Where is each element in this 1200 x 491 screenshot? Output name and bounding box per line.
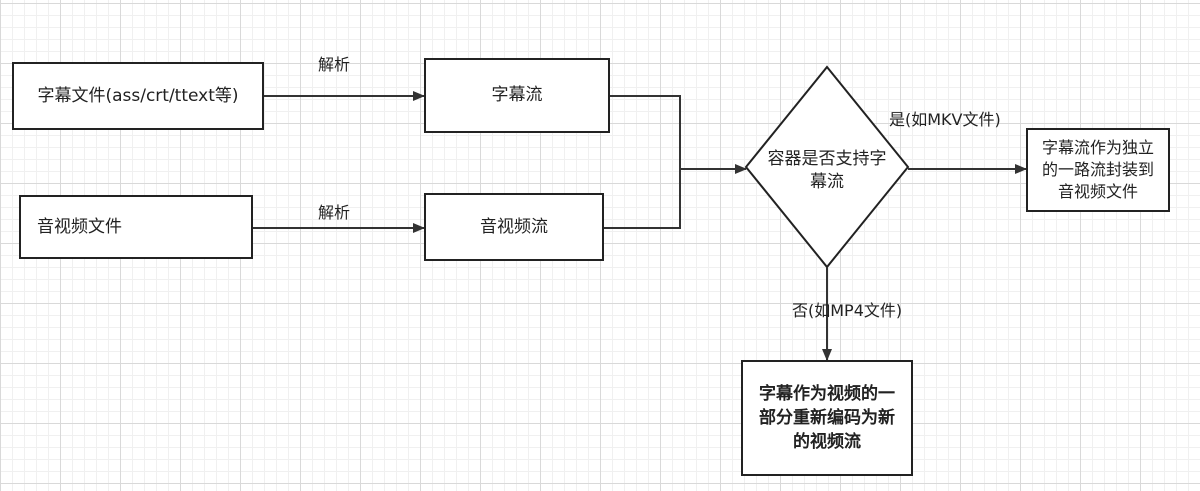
decision-label: 容器是否支持字幕流 xyxy=(767,149,887,192)
edge-label-yes: 是(如MKV文件) xyxy=(889,110,1001,129)
no-result-label: 字幕作为视频的一部分重新编码为新的视频流 xyxy=(759,384,895,452)
av-stream-label: 音视频流 xyxy=(480,216,548,237)
yes-result-label: 字幕流作为独立的一路流封装到音视频文件 xyxy=(1041,138,1154,201)
subtitle-stream-label: 字幕流 xyxy=(491,85,543,105)
no-result-node: 字幕作为视频的一部分重新编码为新的视频流 xyxy=(741,360,913,476)
subtitle-stream-node: 字幕流 xyxy=(424,58,610,133)
subtitle-file-node: 字幕文件(ass/crt/ttext等) xyxy=(12,62,264,130)
connector-av-stream-merge xyxy=(604,169,681,229)
edge-label-parse-bottom: 解析 xyxy=(318,203,351,222)
av-file-node: 音视频文件 xyxy=(19,195,253,259)
yes-result-node: 字幕流作为独立的一路流封装到音视频文件 xyxy=(1026,128,1170,212)
av-stream-node: 音视频流 xyxy=(424,193,604,261)
subtitle-file-label: 字幕文件(ass/crt/ttext等) xyxy=(37,85,239,106)
connector-subtitle-stream-merge xyxy=(610,95,681,169)
edge-label-no: 否(如MP4文件) xyxy=(792,301,903,320)
av-file-label: 音视频文件 xyxy=(37,216,122,237)
edge-label-parse-top: 解析 xyxy=(318,55,351,74)
